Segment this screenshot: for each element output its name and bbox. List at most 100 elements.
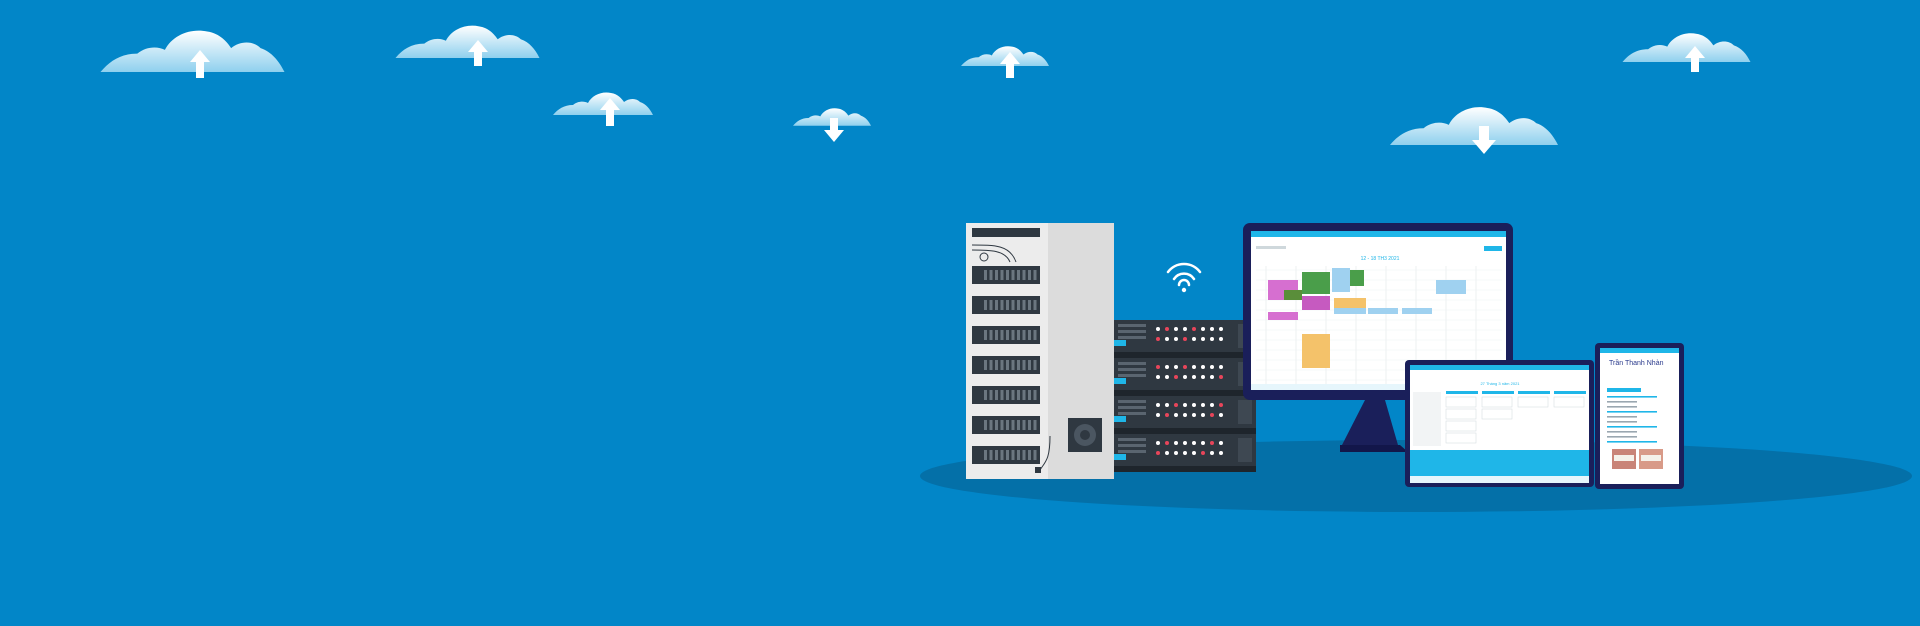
status-light bbox=[1174, 327, 1178, 331]
monitor-calendar-date: 12 - 18 TH3 2021 bbox=[1361, 256, 1400, 262]
appointment-card bbox=[1517, 396, 1549, 408]
column-header bbox=[1482, 391, 1514, 394]
status-light bbox=[1174, 365, 1178, 369]
appointment-card bbox=[1553, 396, 1585, 408]
up-arrow-icon bbox=[190, 50, 210, 78]
cloud-download bbox=[1390, 107, 1558, 154]
appointment-card bbox=[1445, 420, 1477, 432]
status-light bbox=[1219, 337, 1223, 341]
cloud-download bbox=[793, 108, 871, 142]
appointment-card bbox=[1445, 408, 1477, 420]
desktop-monitor: 12 - 18 TH3 2021 bbox=[1243, 223, 1513, 452]
column-header bbox=[1518, 391, 1550, 394]
appointment-columns bbox=[1413, 391, 1586, 446]
status-light bbox=[1174, 441, 1178, 445]
status-light bbox=[1210, 441, 1214, 445]
appointment-card bbox=[1481, 396, 1513, 408]
cloud-upload bbox=[553, 92, 653, 126]
status-light bbox=[1174, 403, 1178, 407]
up-arrow-icon bbox=[468, 40, 488, 66]
status-light bbox=[1210, 375, 1214, 379]
status-light bbox=[1210, 413, 1214, 417]
column-header bbox=[1554, 391, 1586, 394]
status-light bbox=[1219, 413, 1223, 417]
tablet-date-label: 27 Tháng 3 năm 2021 bbox=[1480, 381, 1520, 386]
calendar-event bbox=[1334, 308, 1366, 314]
status-light bbox=[1156, 413, 1160, 417]
status-light bbox=[1183, 451, 1187, 455]
phone-device: Trần Thanh Nhàn bbox=[1595, 343, 1684, 489]
calendar-event bbox=[1268, 312, 1298, 320]
status-light bbox=[1174, 337, 1178, 341]
calendar-event bbox=[1334, 298, 1366, 308]
status-light bbox=[1210, 451, 1214, 455]
status-light bbox=[1165, 365, 1169, 369]
status-light bbox=[1219, 403, 1223, 407]
appointment-card bbox=[1445, 432, 1477, 444]
status-light bbox=[1219, 451, 1223, 455]
column-header bbox=[1446, 391, 1478, 394]
status-light bbox=[1192, 365, 1196, 369]
status-light bbox=[1165, 375, 1169, 379]
calendar-event bbox=[1302, 296, 1330, 310]
calendar-event bbox=[1436, 280, 1466, 294]
status-light bbox=[1165, 451, 1169, 455]
cloud-upload bbox=[1622, 33, 1751, 72]
status-light bbox=[1165, 413, 1169, 417]
rack-servers bbox=[1114, 320, 1256, 472]
status-light bbox=[1201, 375, 1205, 379]
status-light bbox=[1156, 327, 1160, 331]
calendar-event bbox=[1402, 308, 1432, 314]
up-arrow-icon bbox=[1685, 46, 1705, 72]
status-light bbox=[1192, 413, 1196, 417]
status-light bbox=[1165, 327, 1169, 331]
status-light bbox=[1174, 451, 1178, 455]
calendar-event bbox=[1350, 270, 1364, 286]
status-light bbox=[1201, 365, 1205, 369]
status-light bbox=[1165, 441, 1169, 445]
status-light bbox=[1219, 365, 1223, 369]
status-light bbox=[1165, 403, 1169, 407]
status-light bbox=[1156, 375, 1160, 379]
status-light bbox=[1156, 451, 1160, 455]
calendar-events bbox=[1268, 268, 1466, 368]
status-light bbox=[1210, 365, 1214, 369]
appointment-card bbox=[1445, 396, 1477, 408]
status-light bbox=[1183, 441, 1187, 445]
tablet-device: 27 Tháng 3 năm 2021 bbox=[1405, 360, 1594, 487]
status-light bbox=[1183, 327, 1187, 331]
wifi-icon bbox=[1166, 262, 1202, 293]
status-light bbox=[1192, 441, 1196, 445]
down-arrow-icon bbox=[824, 118, 844, 142]
calendar-event bbox=[1368, 308, 1398, 314]
cloud-upload bbox=[961, 46, 1049, 78]
up-arrow-icon bbox=[600, 98, 620, 126]
tower-server bbox=[966, 223, 1114, 479]
cloud-upload bbox=[100, 30, 285, 78]
status-light bbox=[1210, 337, 1214, 341]
up-arrow-icon bbox=[1000, 52, 1020, 78]
status-light bbox=[1183, 375, 1187, 379]
status-light bbox=[1165, 337, 1169, 341]
patient-name: Trần Thanh Nhàn bbox=[1609, 358, 1664, 367]
status-light bbox=[1219, 375, 1223, 379]
status-light bbox=[1219, 441, 1223, 445]
status-light bbox=[1174, 413, 1178, 417]
cloud-upload bbox=[395, 25, 540, 66]
status-light bbox=[1210, 327, 1214, 331]
calendar-event bbox=[1332, 268, 1350, 292]
status-light bbox=[1201, 441, 1205, 445]
status-light bbox=[1201, 451, 1205, 455]
status-light bbox=[1183, 403, 1187, 407]
status-light bbox=[1156, 403, 1160, 407]
status-light bbox=[1174, 375, 1178, 379]
status-light bbox=[1210, 403, 1214, 407]
calendar-event bbox=[1302, 334, 1330, 368]
status-light bbox=[1192, 451, 1196, 455]
appointment-card bbox=[1481, 408, 1513, 420]
status-light bbox=[1156, 441, 1160, 445]
status-light bbox=[1192, 337, 1196, 341]
drive-bays bbox=[972, 266, 1040, 464]
status-light bbox=[1183, 337, 1187, 341]
